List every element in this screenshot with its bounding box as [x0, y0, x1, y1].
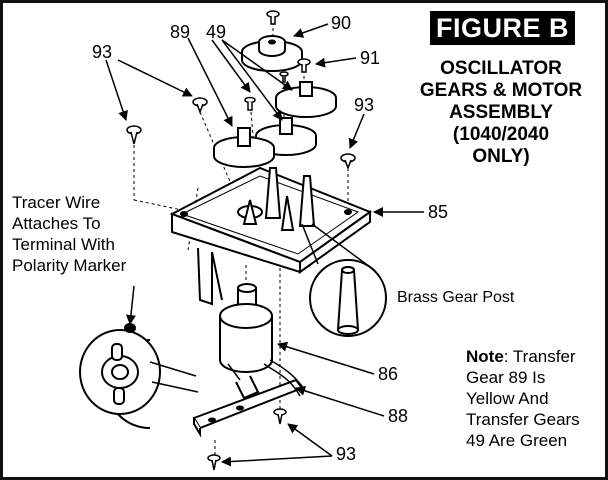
figure-title: OSCILLATOR GEARS & MOTOR ASSEMBLY (1040/…	[396, 58, 606, 168]
base-plate-85	[169, 166, 373, 274]
screw-top	[266, 10, 280, 25]
gear-49-upper	[275, 81, 337, 118]
note-heading: Note	[466, 347, 504, 366]
leader-lines	[105, 23, 424, 467]
part-number-93-bottom: 93	[336, 444, 357, 464]
figure-title-line: GEARS & MOTOR	[419, 80, 583, 101]
note-line: 49 Are Green	[466, 431, 568, 450]
figure-title-line: ONLY)	[472, 146, 530, 167]
part-number-88: 88	[388, 406, 409, 426]
gear-color-note: Note: Transfer Gear 89 Is Yellow And Tra…	[466, 346, 580, 451]
part-number-91: 91	[360, 48, 381, 68]
note-line: : Transfer	[503, 347, 576, 366]
brass-gear-post-detail	[301, 223, 387, 337]
tracer-note-line: Tracer Wire	[12, 193, 101, 212]
small-screws-middle	[244, 71, 289, 111]
tracer-note-line: Terminal With	[12, 235, 115, 254]
figure-title-line: (1040/2040	[452, 124, 550, 145]
screw-91	[297, 58, 311, 73]
frame-left-border	[0, 0, 3, 480]
part-number-86: 86	[378, 364, 399, 384]
screws-93	[126, 97, 356, 471]
motor-terminal-detail	[79, 323, 199, 429]
bracket-88	[192, 375, 304, 438]
part-number-93-right: 93	[354, 95, 375, 115]
gear-90	[241, 35, 303, 72]
gear-posts	[242, 167, 316, 231]
note-line: Gear 89 Is	[466, 368, 546, 387]
motor-86	[219, 283, 273, 381]
gear-89	[213, 127, 275, 168]
tracer-note-line: Attaches To	[12, 214, 101, 233]
part-number-93-left: 93	[92, 42, 113, 62]
frame-bottom-border	[0, 477, 608, 480]
figure-title-line: ASSEMBLY	[449, 102, 553, 123]
part-number-49: 49	[206, 22, 227, 42]
tracer-note-line: Polarity Marker	[12, 256, 127, 275]
brass-gear-post-label: Brass Gear Post	[397, 289, 515, 306]
tracer-wire-note: Tracer Wire Attaches To Terminal With Po…	[12, 192, 126, 276]
part-number-85: 85	[428, 202, 449, 222]
part-number-90: 90	[331, 13, 352, 33]
figure-title-line: OSCILLATOR	[440, 58, 562, 79]
frame-top-border	[0, 0, 608, 3]
figure-badge: FIGURE B	[430, 11, 575, 45]
plate-legs	[197, 247, 223, 306]
note-line: Transfer Gears	[466, 410, 580, 429]
note-line: Yellow And	[466, 389, 549, 408]
part-number-89: 89	[170, 22, 191, 42]
frame-right-border	[605, 0, 608, 480]
